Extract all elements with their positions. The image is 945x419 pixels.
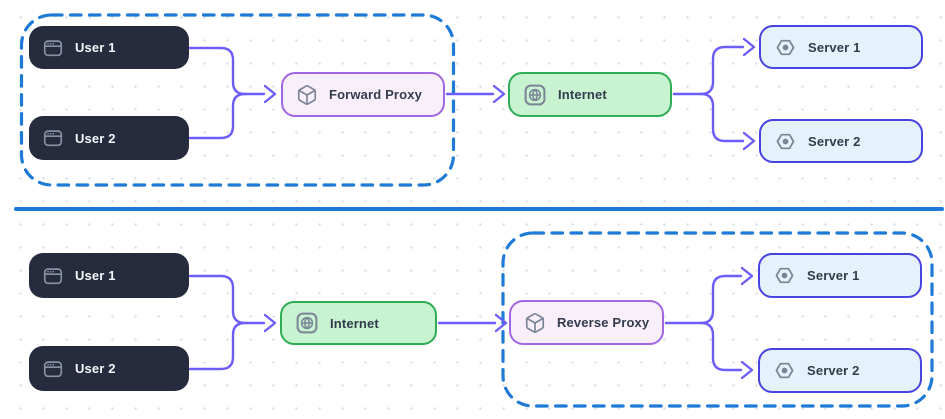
- connector-forward-proxy-to-internet: [445, 84, 506, 104]
- node-server1-reverse: Server 1: [758, 253, 922, 298]
- browser-window-icon: [42, 127, 64, 149]
- connector-users-to-internet: [188, 274, 277, 371]
- node-label: Internet: [558, 87, 607, 102]
- arrowhead: [263, 84, 277, 104]
- node-label: Server 2: [807, 363, 860, 378]
- node-server2-reverse: Server 2: [758, 348, 922, 393]
- connector-internet-to-reverse-proxy: [437, 313, 508, 333]
- node-label: User 1: [75, 40, 116, 55]
- arrowhead: [263, 313, 277, 333]
- node-label: Server 1: [807, 268, 860, 283]
- node-server1-forward: Server 1: [759, 25, 923, 69]
- node-user2-reverse: User 2: [29, 346, 189, 391]
- arrowhead: [742, 131, 756, 151]
- node-label: User 2: [75, 130, 116, 146]
- cube-icon: [524, 312, 546, 334]
- hexagon-nut-icon: [774, 36, 797, 59]
- node-label: Reverse Proxy: [557, 315, 650, 330]
- browser-window-icon: [42, 37, 64, 59]
- node-forward-proxy: Forward Proxy: [281, 72, 445, 117]
- hexagon-nut-icon: [773, 359, 796, 382]
- node-reverse-proxy: Reverse Proxy: [509, 300, 664, 345]
- browser-window-icon: [42, 358, 64, 380]
- arrowhead: [494, 313, 508, 333]
- browser-window-icon: [42, 265, 64, 287]
- node-label: Server 1: [808, 39, 861, 55]
- node-label: User 1: [75, 268, 116, 283]
- node-internet-reverse: Internet: [280, 301, 437, 345]
- node-label: Server 2: [808, 133, 861, 149]
- hexagon-nut-icon: [774, 130, 797, 153]
- node-user1-forward: User 1: [29, 26, 189, 69]
- arrowhead: [492, 84, 506, 104]
- hexagon-nut-icon: [773, 264, 796, 287]
- globe-icon: [295, 311, 319, 335]
- connector-reverse-proxy-to-servers: [664, 266, 754, 380]
- connector-users-to-forward-proxy: [188, 46, 277, 140]
- globe-icon: [523, 83, 547, 107]
- cube-icon: [296, 84, 318, 106]
- node-label: Forward Proxy: [329, 87, 422, 102]
- arrowhead: [742, 37, 756, 57]
- node-label: Internet: [330, 315, 379, 331]
- section-divider: [14, 207, 944, 211]
- node-label: User 2: [75, 361, 116, 376]
- node-internet-forward: Internet: [508, 72, 672, 117]
- arrowhead: [740, 266, 754, 286]
- arrowhead: [740, 360, 754, 380]
- node-user1-reverse: User 1: [29, 253, 189, 298]
- connector-internet-to-servers: [672, 37, 756, 151]
- node-user2-forward: User 2: [29, 116, 189, 160]
- node-server2-forward: Server 2: [759, 119, 923, 163]
